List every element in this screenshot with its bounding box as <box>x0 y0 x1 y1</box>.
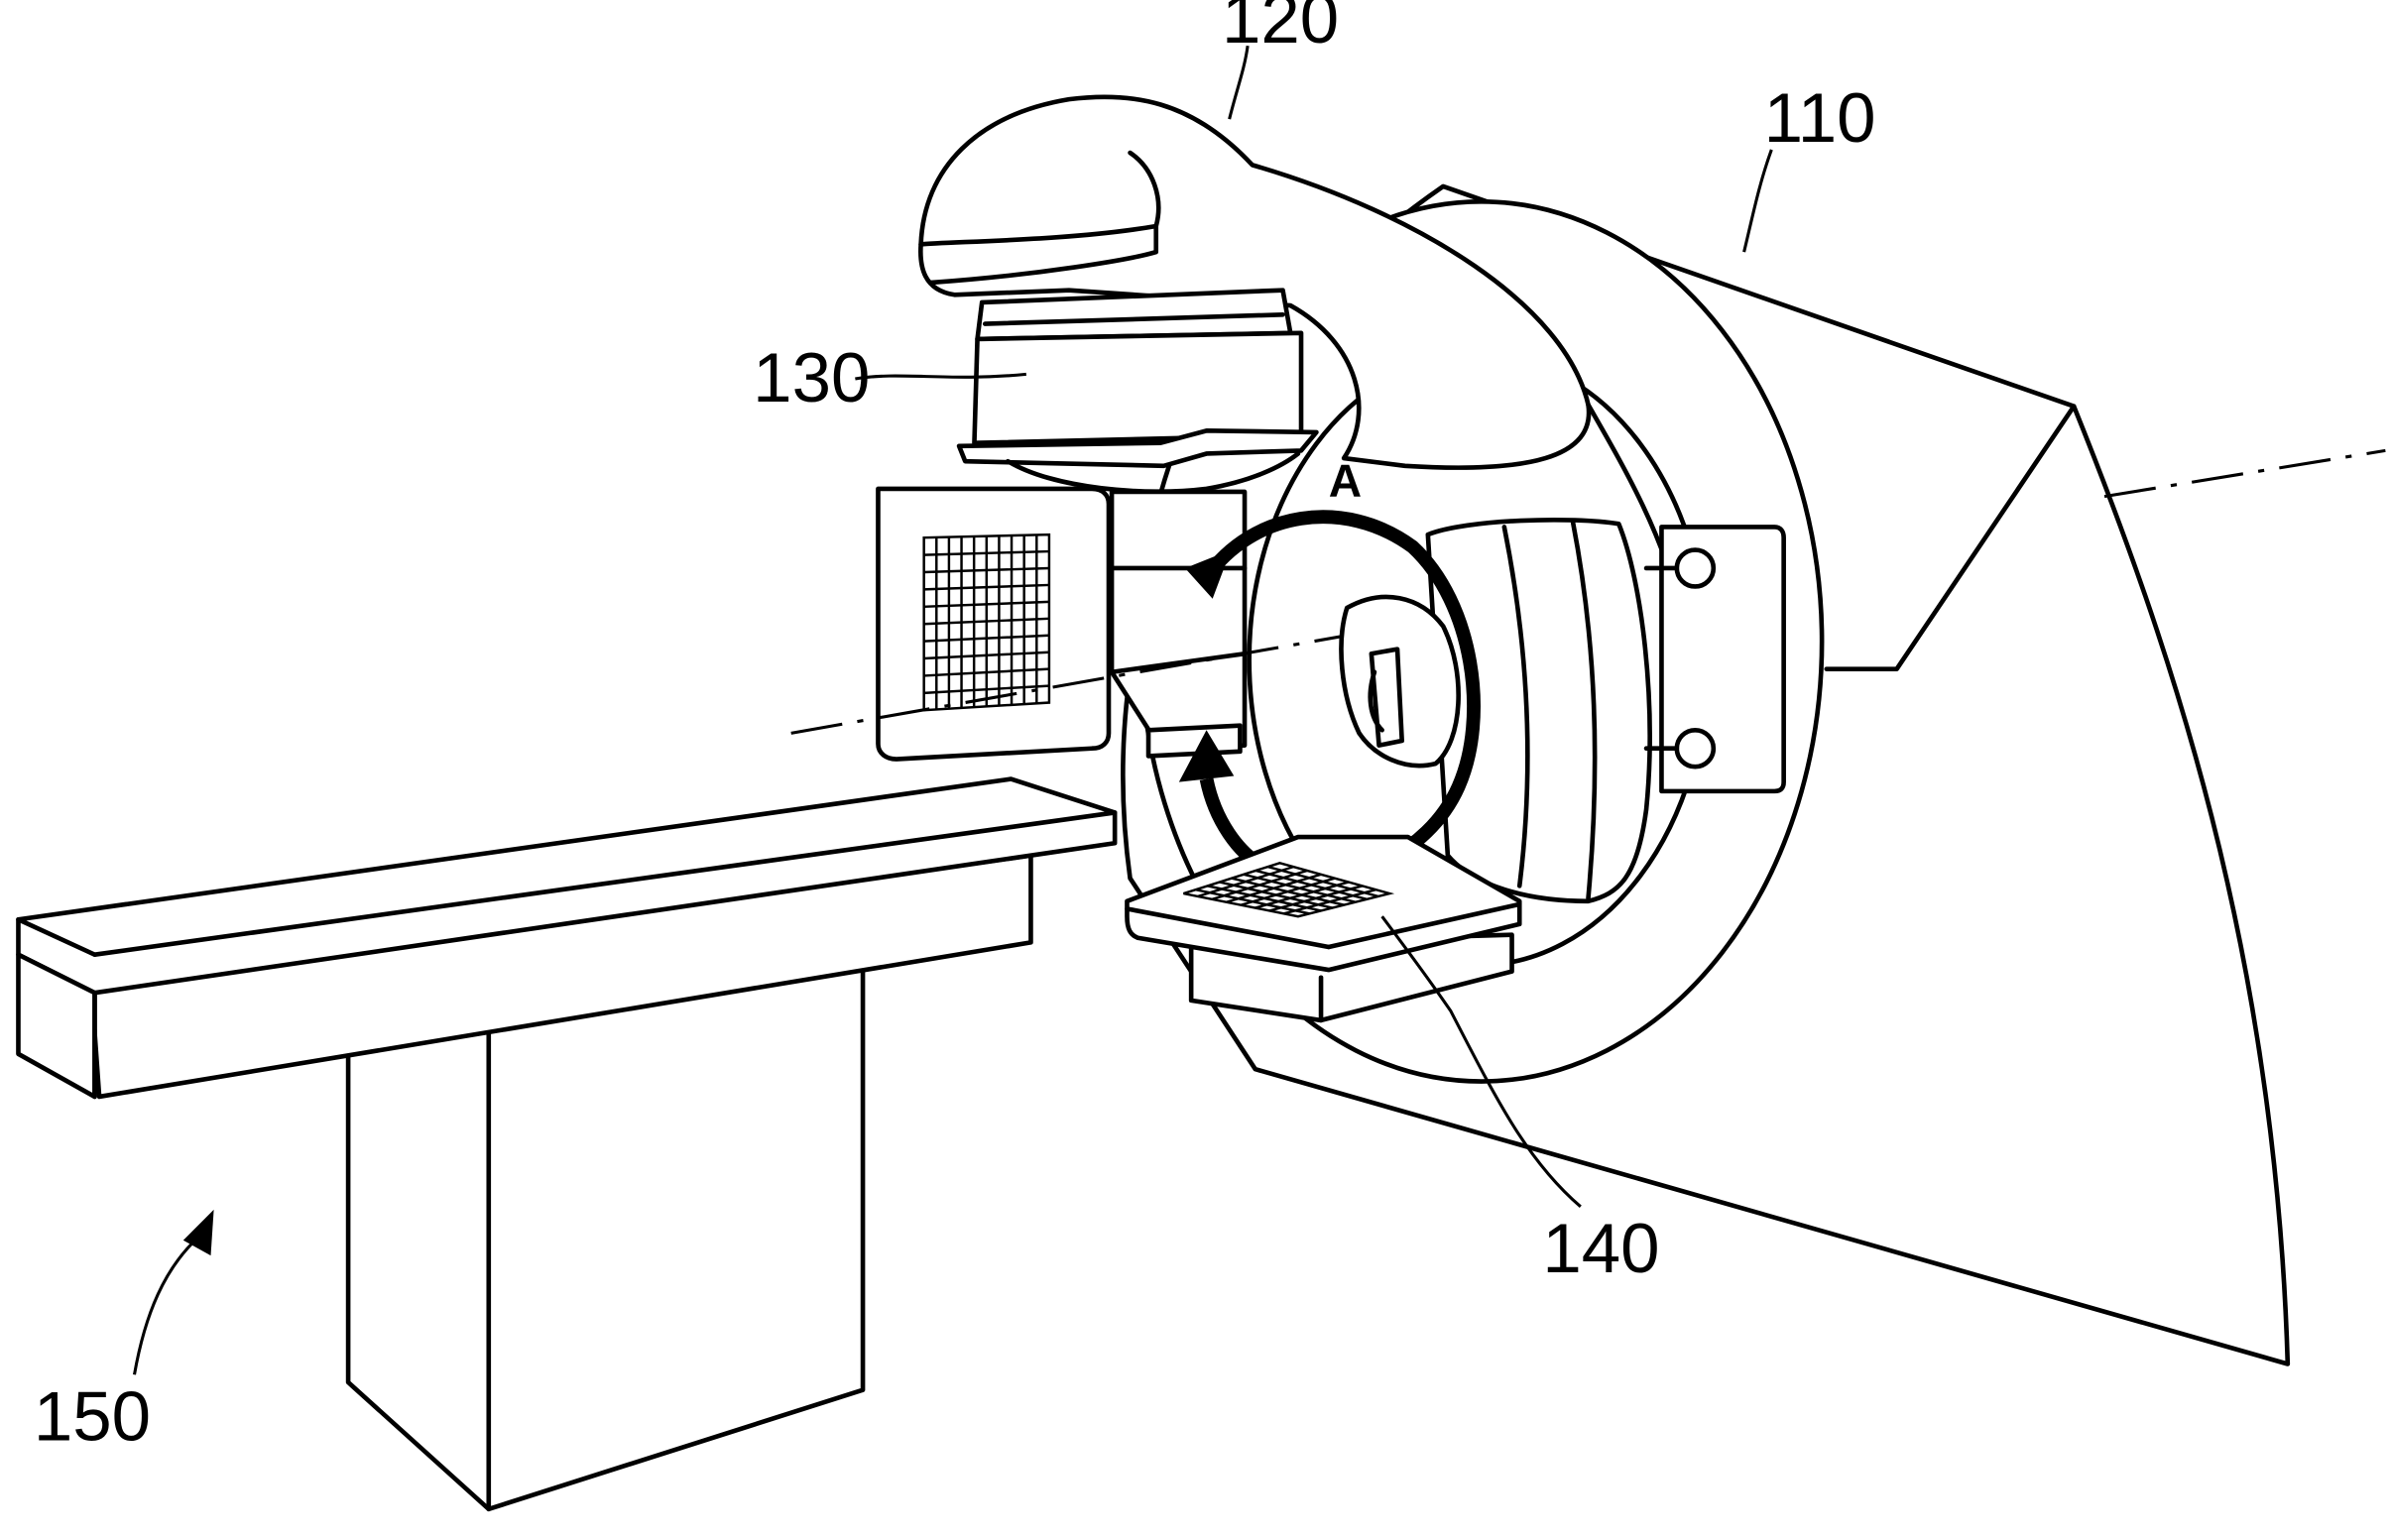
flat-panel-imager-left <box>878 489 1109 760</box>
patient-couch <box>18 779 1115 1509</box>
label-130: 130 <box>753 339 870 417</box>
leader-110 <box>1744 150 1772 252</box>
axis-line-right <box>2104 450 2385 496</box>
leader-150 <box>135 1238 199 1375</box>
label-110: 110 <box>1764 79 1876 158</box>
label-rotation-a: A <box>1329 455 1362 507</box>
label-140: 140 <box>1542 1210 1659 1288</box>
label-120: 120 <box>1222 0 1339 59</box>
label-150: 150 <box>34 1377 151 1456</box>
